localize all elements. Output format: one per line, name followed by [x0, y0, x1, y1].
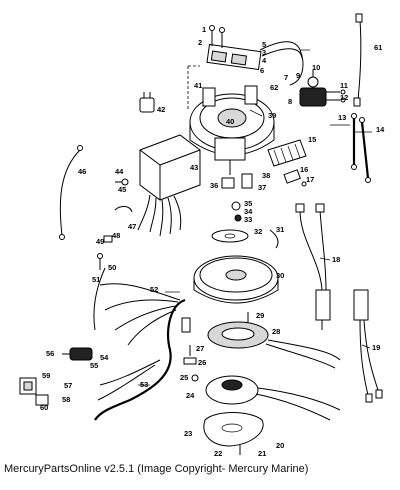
callout-50: 50 — [108, 263, 116, 272]
callout-42: 42 — [157, 105, 165, 114]
main-harness — [94, 283, 191, 421]
callout-48: 48 — [112, 231, 120, 240]
callout-5: 5 — [262, 40, 266, 49]
disc-32 — [211, 229, 279, 249]
callout-36: 36 — [210, 181, 218, 190]
callout-44: 44 — [115, 167, 124, 176]
callout-23: 23 — [184, 429, 192, 438]
callout-16: 16 — [300, 165, 308, 174]
image-caption: MercuryPartsOnline v2.5.1 (Image Copyrig… — [4, 463, 309, 475]
callout-59: 59 — [42, 371, 50, 380]
callout-8: 8 — [288, 97, 292, 106]
harness-19 — [353, 289, 383, 403]
callout-4: 4 — [262, 56, 267, 65]
harness-18 — [295, 203, 331, 330]
callout-12: 12 — [340, 93, 348, 102]
lead-61 — [353, 13, 363, 107]
lead-51 — [93, 267, 106, 331]
callout-41: 41 — [194, 81, 202, 90]
callout-47: 47 — [128, 222, 136, 231]
terminal-strip — [267, 139, 307, 167]
base-plate — [203, 412, 264, 455]
callout-21: 21 — [258, 449, 266, 458]
callout-25: 25 — [180, 373, 188, 382]
callout-14: 14 — [376, 125, 385, 134]
callout-10: 10 — [312, 63, 320, 72]
callout-24: 24 — [186, 391, 195, 400]
flywheel — [193, 255, 279, 304]
callout-7: 7 — [284, 73, 288, 82]
callout-40: 40 — [226, 117, 234, 126]
lead-46 — [59, 145, 83, 240]
callout-22: 22 — [214, 449, 222, 458]
callout-19: 19 — [372, 343, 380, 352]
callout-43: 43 — [190, 163, 198, 172]
terminal-block-assembly — [206, 25, 304, 86]
hardware-44-47 — [114, 178, 133, 213]
callout-13: 13 — [338, 113, 346, 122]
callout-53: 53 — [140, 380, 148, 389]
parts-diagram: 1 2 3 4 5 6 7 8 9 10 11 12 13 14 15 16 1… — [19, 13, 385, 458]
callout-20: 20 — [276, 441, 284, 450]
hardware-48-50 — [97, 235, 113, 270]
callout-27: 27 — [196, 344, 204, 353]
fasteners-25-27 — [183, 345, 199, 382]
connectors-36-38 — [221, 173, 253, 222]
key-switch-assembly — [19, 347, 93, 406]
callout-46: 46 — [78, 167, 86, 176]
callout-39: 39 — [268, 111, 276, 120]
callout-29: 29 — [256, 311, 264, 320]
callout-1: 1 — [202, 25, 206, 34]
callout-18: 18 — [332, 255, 340, 264]
callout-60: 60 — [40, 403, 48, 412]
callout-58: 58 — [62, 395, 70, 404]
parts-16-17 — [283, 169, 307, 187]
callout-51: 51 — [92, 275, 100, 284]
callout-34: 34 — [244, 207, 253, 216]
callout-labels: 1 2 3 4 5 6 7 8 9 10 11 12 13 14 15 16 1… — [40, 25, 385, 458]
callout-3: 3 — [262, 48, 266, 57]
callout-33: 33 — [244, 215, 252, 224]
callout-2: 2 — [198, 38, 202, 47]
callout-28: 28 — [272, 327, 280, 336]
callout-15: 15 — [308, 135, 316, 144]
callout-35: 35 — [244, 199, 252, 208]
trigger-24 — [205, 375, 341, 421]
component-42 — [139, 92, 155, 113]
callout-62: 62 — [270, 83, 278, 92]
callout-38: 38 — [262, 171, 270, 180]
callout-54: 54 — [100, 353, 109, 362]
stator-plate-assembly — [187, 65, 275, 175]
callout-30: 30 — [276, 271, 284, 280]
callout-52: 52 — [150, 285, 158, 294]
callout-31: 31 — [276, 225, 284, 234]
callout-49: 49 — [96, 237, 104, 246]
callout-37: 37 — [258, 183, 266, 192]
callout-61: 61 — [374, 43, 382, 52]
callout-56: 56 — [46, 349, 54, 358]
callout-57: 57 — [64, 381, 72, 390]
callout-55: 55 — [90, 361, 98, 370]
callout-11: 11 — [340, 81, 348, 90]
stator-28 — [207, 312, 341, 369]
callout-26: 26 — [198, 358, 206, 367]
callout-32: 32 — [254, 227, 262, 236]
callout-6: 6 — [260, 66, 264, 75]
callout-45: 45 — [118, 185, 126, 194]
callout-9: 9 — [296, 71, 300, 80]
solenoid-assembly — [299, 70, 346, 107]
leads-13-14 — [351, 113, 371, 183]
switch-box — [137, 134, 201, 237]
callout-17: 17 — [306, 175, 314, 184]
